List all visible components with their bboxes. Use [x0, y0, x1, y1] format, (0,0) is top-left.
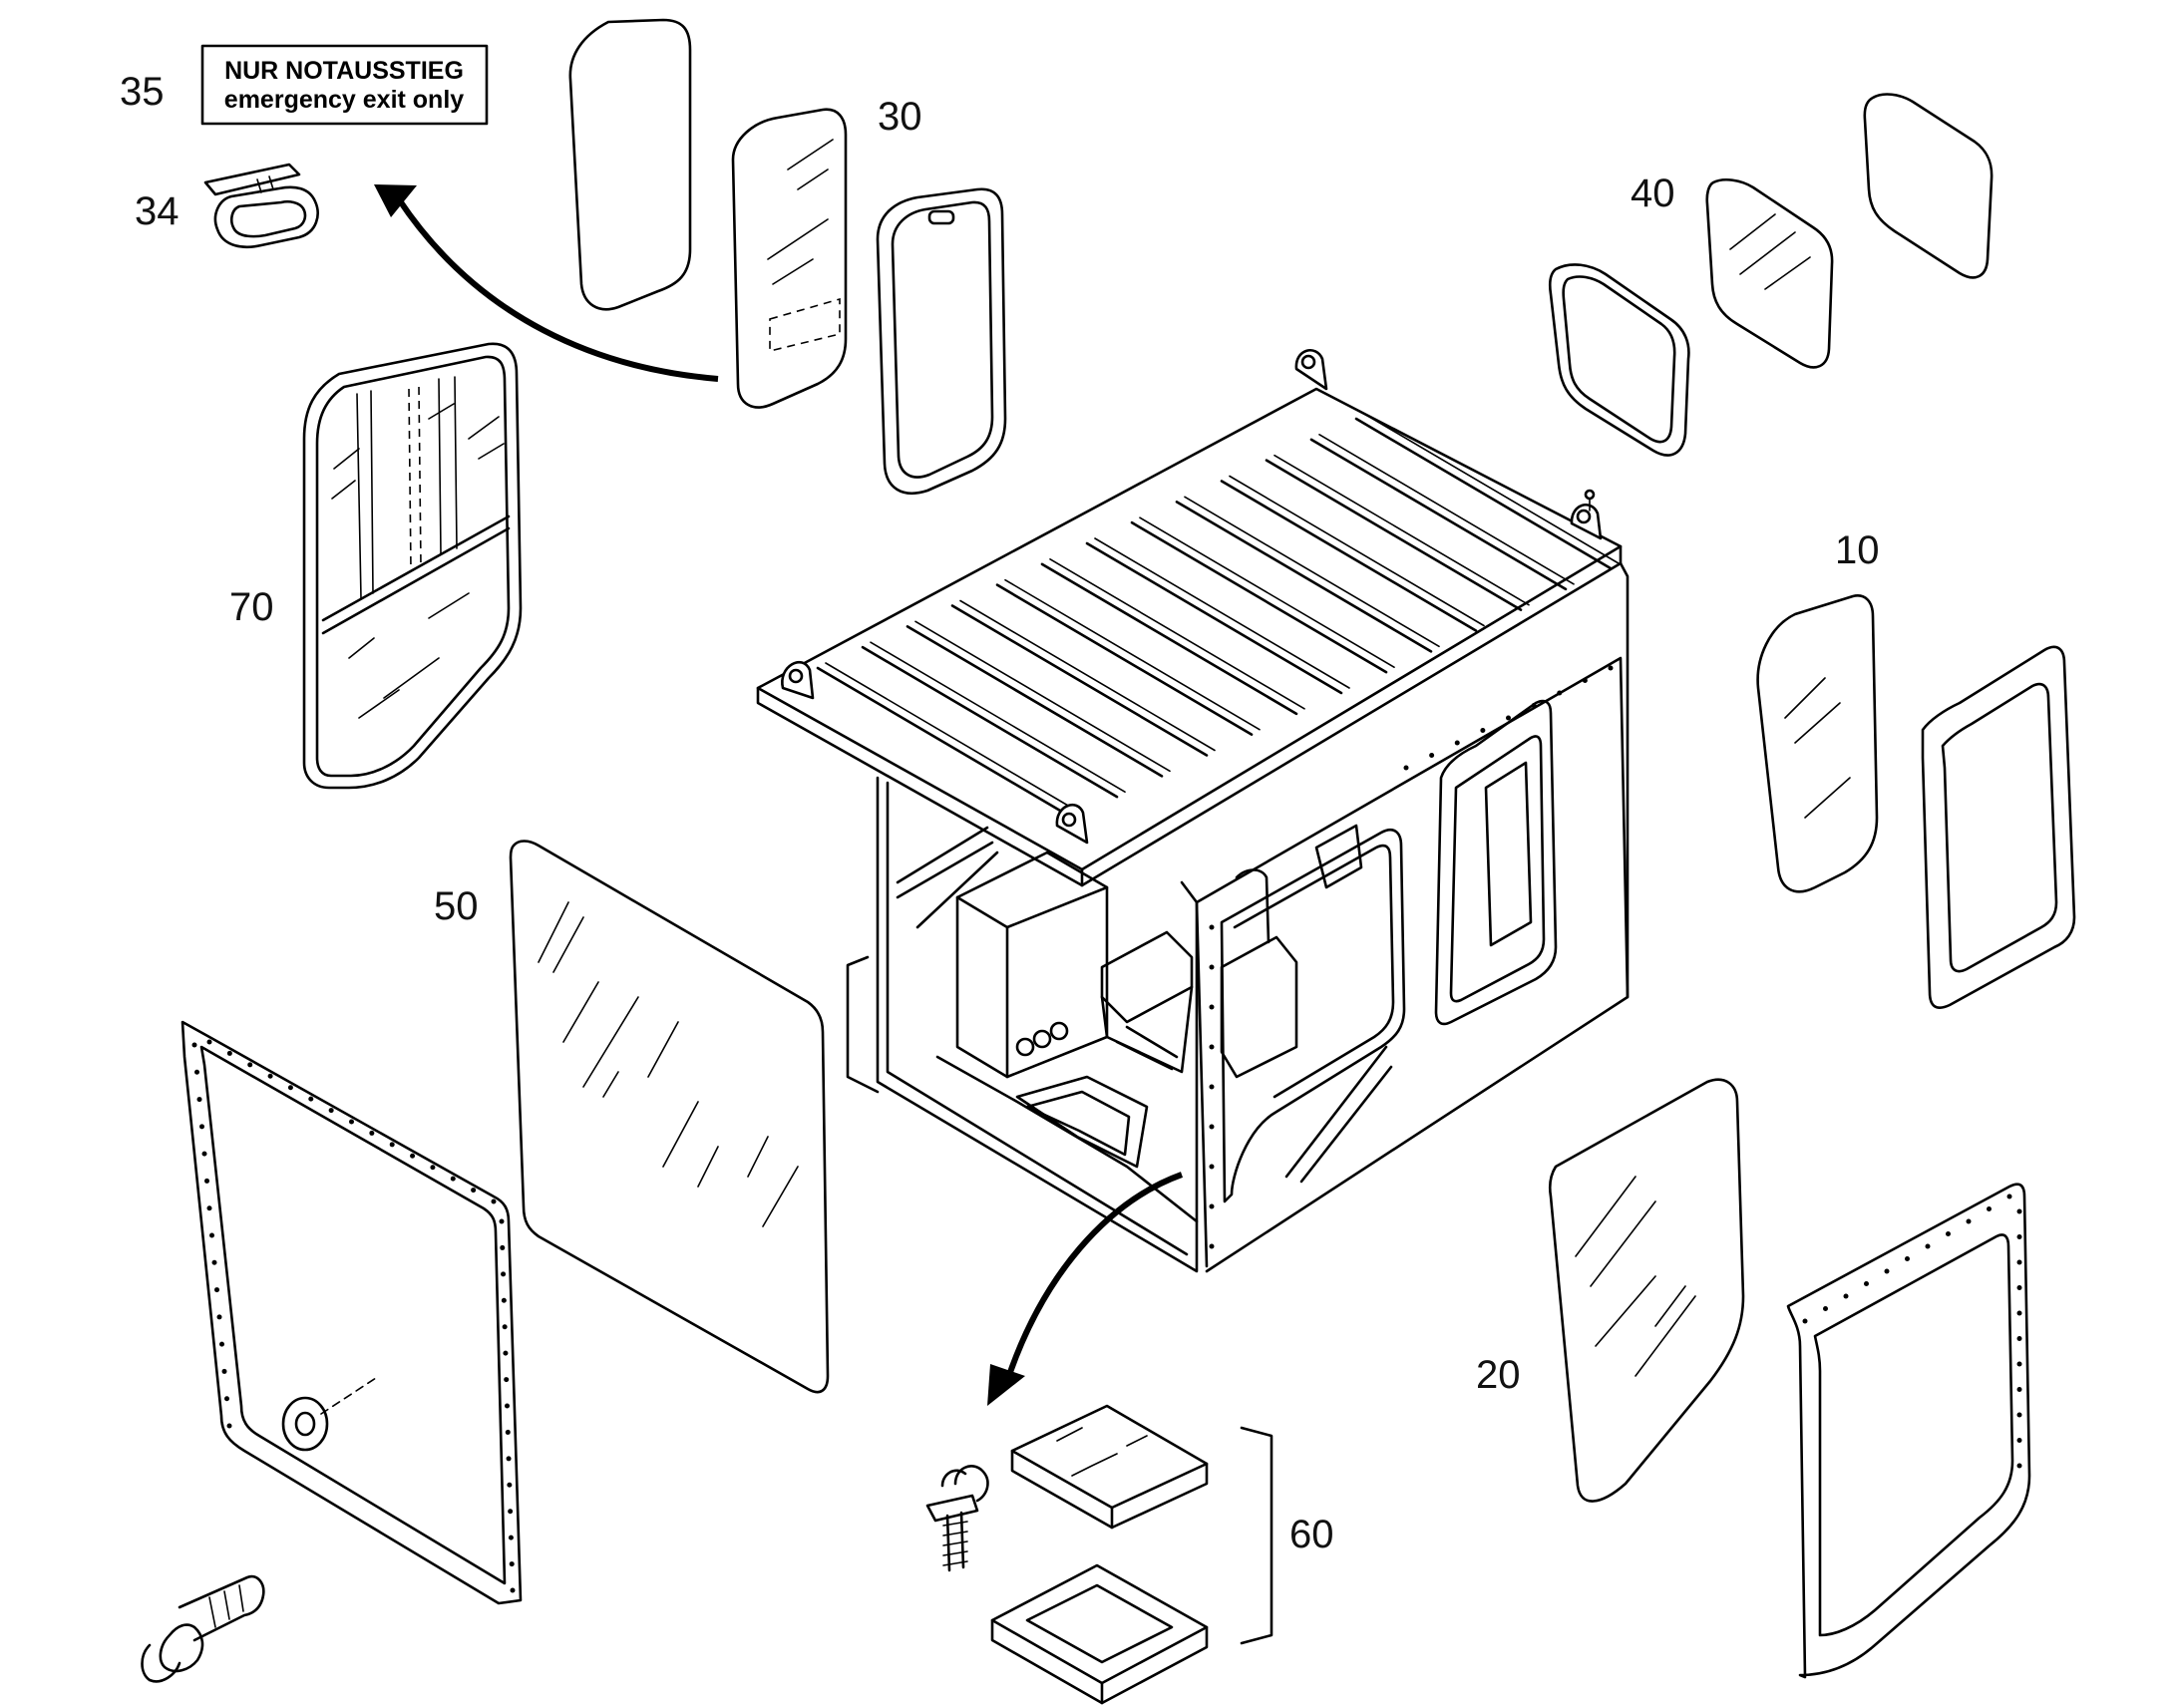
- part-20-door-glass: [1548, 1078, 1745, 1503]
- part-50-windscreen: [509, 840, 830, 1394]
- part-10-side-glass: [1756, 594, 1879, 893]
- emergency-exit-notice: NUR NOTAUSSTIEG emergency exit only: [200, 44, 489, 126]
- cab-holes: [1209, 665, 1614, 1249]
- part-30-door-window-rubber: [876, 187, 1007, 495]
- notice-line-1: NUR NOTAUSSTIEG: [224, 57, 464, 85]
- part-10-side-frame: [1921, 645, 2076, 1009]
- part-40-side-window-glass: [1705, 177, 1834, 369]
- label-40: 40: [1631, 171, 1675, 215]
- part-30-door-window-glass: [731, 108, 848, 409]
- arrow-to-filter: [987, 1172, 1184, 1406]
- door-frame-holes: [1802, 1194, 2022, 1469]
- cab-body: [756, 349, 1630, 1273]
- label-34: 34: [135, 189, 180, 233]
- label-35: 35: [120, 70, 165, 114]
- part-60-filter-mat: [1010, 1404, 1209, 1530]
- label-30: 30: [878, 95, 922, 139]
- roof-bars: [816, 413, 1620, 820]
- part-60-clamp-screw: [925, 1465, 989, 1572]
- part-34-latch: [203, 163, 319, 249]
- part-30-door-window-seal: [568, 18, 692, 311]
- frame-holes: [191, 1039, 516, 1593]
- label-10: 10: [1835, 528, 1880, 572]
- label-70: 70: [229, 585, 274, 629]
- part-60-filter-frame: [990, 1563, 1209, 1705]
- part-40-side-window-seal: [1863, 93, 1994, 279]
- windscreen-frame: [181, 1020, 523, 1605]
- part-bolt-and-washer: [141, 1375, 380, 1683]
- label-50: 50: [434, 884, 479, 928]
- part-70-door: [302, 342, 523, 790]
- arrow-to-latch: [374, 184, 719, 382]
- label-60: 60: [1289, 1513, 1334, 1556]
- notice-line-2: emergency exit only: [224, 86, 464, 114]
- part-40-side-window-rubber: [1548, 263, 1690, 457]
- part-20-door-frame: [1786, 1183, 2031, 1679]
- part-60-bracket: [1240, 1426, 1273, 1645]
- label-20: 20: [1476, 1353, 1521, 1397]
